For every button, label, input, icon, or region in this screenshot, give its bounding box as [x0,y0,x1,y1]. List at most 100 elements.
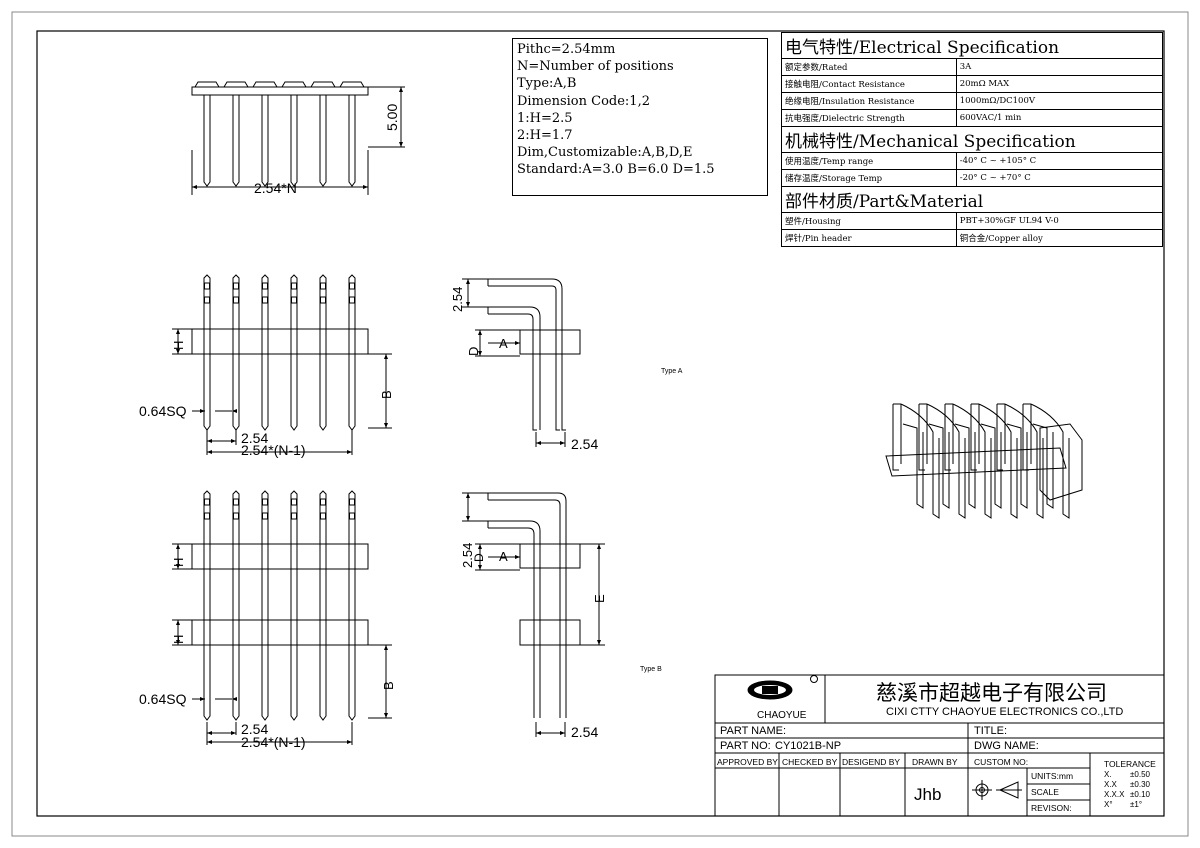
pin [290,490,298,721]
dim-arrow [363,185,368,189]
notes-box: Pithc=2.54mm N=Number of positions Type:… [512,38,768,196]
company-name-cn: 慈溪市超越电子有限公司 [876,681,1107,705]
dim-span-b: 2.54*(N-1) [241,734,306,750]
dim-arrow [597,544,601,549]
tol-key: X. [1104,770,1112,779]
dim-top-height: 5.00 [384,103,400,131]
pin-marker [291,512,297,520]
pin [203,490,211,721]
designed-by: DESIGEND BY [842,757,901,767]
dim-pitch-a: 2.54 [241,430,269,446]
dim-e-b: E [592,594,607,603]
part-name-label: PART NAME: [720,725,787,737]
tol-key: X° [1104,800,1113,809]
note-line: 2:H=1.7 [517,128,573,144]
note-line: Standard:A=3.0 B=6.0 D=1.5 [517,162,715,178]
pin-marker [262,282,268,290]
pin [232,490,240,721]
iso-pin [1022,403,1070,519]
pin [290,274,298,431]
iso-pin-inner [928,423,950,509]
dim-arrow [207,731,212,735]
logo-text: CHAOYUE [757,710,807,721]
top-pin-cap [281,81,307,88]
spec-value: -40° C ~ +105° C [955,152,1164,170]
dim-arrow [478,544,482,549]
dim-arrow [176,564,180,569]
dim-arrow [478,565,482,570]
pin-marker [320,282,326,290]
iso-pin-inner [1006,423,1028,509]
dim-arrow [515,341,520,345]
revision: REVISON: [1031,803,1072,813]
pin [261,490,269,721]
dim-arrow [232,697,237,701]
company-logo [747,675,818,700]
pin-marker [204,296,210,304]
pin-marker [349,296,355,304]
dim-arrow [399,142,403,147]
pin [319,274,327,431]
dim-side-bottom-a: 2.54 [571,436,599,452]
pin-marker [320,512,326,520]
iso-pin [892,403,940,519]
spec-value: 铜合金/Copper alloy [955,229,1164,247]
dim-h-a: H [171,340,186,350]
projection-symbol [972,780,1022,800]
dim-arrow [207,450,212,454]
top-pin [203,95,211,187]
tol-val: ±1° [1130,800,1143,809]
dim-b-a: B [379,390,394,399]
type-b-label: Type B [640,666,662,673]
dim-arrow [200,409,205,413]
type-a-label: Type A [661,368,683,375]
front-view-type-a [172,274,392,455]
dim-arrow [232,409,237,413]
tol-key: X.X.X [1104,790,1125,799]
mechanical-header: 机械特性/Mechanical Specification [781,126,1163,153]
side-view-type-a [462,278,581,447]
dim-arrow [536,441,541,445]
tol-val: ±0.30 [1130,780,1150,789]
dim-sq-b: 0.64SQ [139,691,187,707]
spec-label: 塑件/Housing [781,212,957,230]
spec-label: 焊针/Pin header [781,229,957,247]
dwg-name-label: DWG NAME: [974,740,1039,752]
drawn-by: DRAWN BY [912,757,958,767]
top-pin-cap [194,81,220,88]
dim-arrow [192,185,197,189]
side-view-type-b [462,492,605,737]
note-line: Pithc=2.54mm [517,42,616,57]
pin-marker [204,512,210,520]
dim-arrow [560,731,565,735]
units: UNITS:mm [1031,771,1074,781]
dim-arrow [207,740,212,744]
scale: SCALE [1031,787,1059,797]
dim-top-width: 2.54*N [254,180,297,196]
part-no-value: CY1021B-NP [775,740,842,752]
dim-arrow [478,330,482,335]
iso-pin-inner [954,423,976,509]
pin-marker [204,282,210,290]
dim-a-a: A [499,336,508,351]
pin [348,490,356,721]
pin [261,274,269,431]
pin-marker [320,498,326,506]
iso-pin-inner [980,423,1002,509]
dim-h-b1: H [171,557,186,567]
pin-marker [320,296,326,304]
pin-marker [291,282,297,290]
spec-value: 600VAC/1 min [955,109,1164,127]
iso-pin [944,403,992,519]
top-view [191,81,405,195]
note-line: N=Number of positions [517,59,674,75]
dim-arrow [176,349,180,354]
iso-housing [1039,423,1083,501]
pin [319,490,327,721]
outer-border [11,11,1189,837]
dim-arrow [231,731,236,735]
top-pin [319,95,327,187]
spec-value: 3A [955,58,1164,76]
dim-a-b: A [499,549,508,564]
spec-label: 使用温度/Temp range [781,152,957,170]
